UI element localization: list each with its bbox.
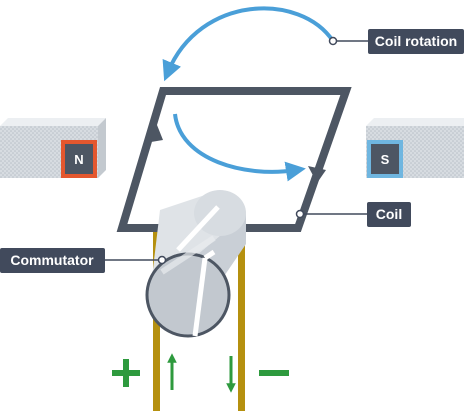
coil-current-arrow-right — [308, 166, 326, 183]
south-pole-label: S — [381, 152, 390, 167]
north-pole-marker — [61, 140, 97, 178]
north-pole-label: N — [74, 152, 83, 167]
north-magnet: N — [0, 118, 106, 178]
right-brush — [238, 232, 245, 411]
coil — [116, 87, 352, 232]
coil-rotation-callout: Coil rotation — [328, 29, 464, 54]
coil-label: Coil — [376, 206, 402, 222]
negative-terminal-text: − — [274, 380, 275, 382]
coil-current-arrow-left — [145, 120, 163, 143]
negative-terminal-sign: − — [259, 370, 289, 382]
coil-rotation-label: Coil rotation — [375, 33, 457, 49]
coil-rotation-arrow-upper — [162, 6, 335, 82]
commutator-callout: Commutator — [0, 248, 167, 273]
south-magnet: S — [366, 118, 464, 178]
positive-terminal-sign: + — [112, 359, 140, 387]
south-pole-marker — [367, 140, 403, 178]
commutator-label: Commutator — [10, 252, 94, 268]
coil-callout: Coil — [295, 202, 411, 227]
coil-rotation-arrow-lower — [173, 113, 306, 182]
commutator — [145, 190, 246, 338]
